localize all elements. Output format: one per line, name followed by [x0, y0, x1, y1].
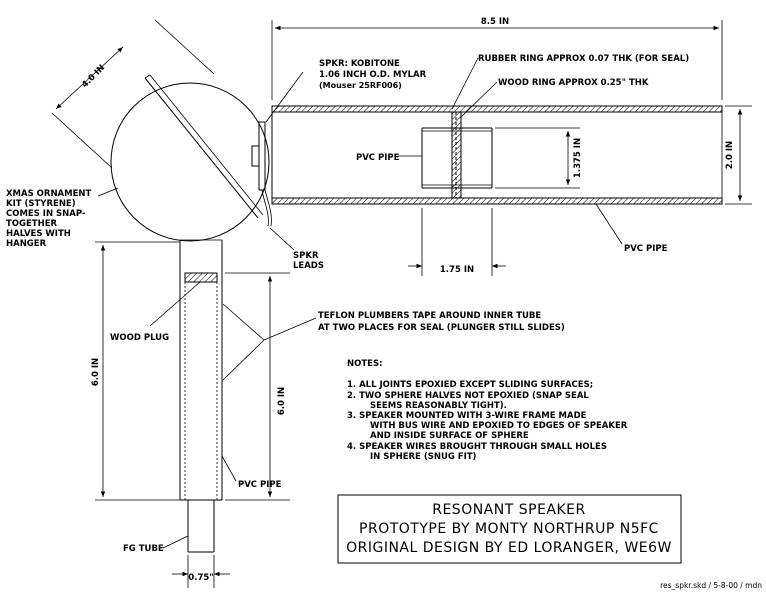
note-2a: 2. TWO SPHERE HALVES NOT EPOXIED (SNAP S… [347, 391, 589, 401]
speaker-frame [258, 121, 266, 191]
label-spkr-leads-2: LEADS [293, 261, 324, 271]
dim-left-6in-label: 6.0 IN [91, 358, 101, 386]
footer-file-info: res_spkr.skd / 5-8-00 / mdn [660, 581, 762, 590]
speaker-magnet [251, 145, 260, 167]
pipe-wall-top [271, 105, 723, 113]
label-spkr-1: SPKR: KOBITONE [319, 59, 400, 69]
dimension-sphere-diameter: 4.0 IN [51, 19, 215, 169]
notes-heading: NOTES: [347, 359, 382, 369]
dim-top-label: 8.5 IN [481, 17, 509, 27]
title-line-3: ORIGINAL DESIGN BY ED LORANGER, WE6W [346, 540, 672, 556]
label-pvc-pipe-outer: PVC PIPE [624, 244, 668, 254]
label-rubber-ring: RUBBER RING APPROX 0.07 THK (FOR SEAL) [478, 54, 689, 64]
horizontal-pipe-assembly [271, 105, 723, 205]
label-wood-plug: WOOD PLUG [110, 333, 169, 343]
note-3b: WITH BUS WIRE AND EPOXIED TO EDGES OF SP… [370, 421, 628, 431]
notes-block: NOTES: 1. ALL JOINTS EPOXIED EXCEPT SLID… [347, 359, 628, 462]
title-line-2: PROTOTYPE BY MONTY NORTHRUP N5FC [359, 521, 659, 537]
label-xmas-1: XMAS ORNAMENT [6, 189, 92, 199]
dim-2in-label: 2.0 IN [725, 141, 735, 169]
label-xmas-6: HANGER [6, 239, 47, 249]
dim-1375-label: 1.375 IN [573, 138, 583, 178]
dimension-wood-ring-span: 1.75 IN [408, 208, 506, 276]
label-teflon-2: AT TWO PLACES FOR SEAL (PLUNGER STILL SL… [318, 323, 565, 333]
dim-175-label: 1.75 IN [440, 265, 474, 275]
label-spkr-leads-1: SPKR [293, 251, 319, 261]
note-3a: 3. SPEAKER MOUNTED WITH 3-WIRE FRAME MAD… [347, 411, 587, 421]
vertical-tube-assembly: 0.75" [172, 239, 230, 588]
note-2b: SEEMS REASONABLY TIGHT). [370, 401, 507, 411]
note-1: 1. ALL JOINTS EPOXIED EXCEPT SLIDING SUR… [347, 380, 593, 390]
label-pvc-pipe-inner: PVC PIPE [356, 153, 400, 163]
label-xmas-5: HALVES WITH [6, 229, 71, 239]
title-block: RESONANT SPEAKER PROTOTYPE BY MONTY NORT… [337, 494, 682, 564]
title-line-1: RESONANT SPEAKER [432, 502, 586, 518]
label-spkr-2: 1.06 INCH O.D. MYLAR [319, 70, 427, 80]
label-xmas-3: COMES IN SNAP- [6, 209, 86, 219]
dimension-pipe-height: 2.0 IN [725, 105, 752, 205]
pipe-wall-bottom [271, 197, 723, 205]
dim-tube-width: 0.75" [188, 573, 213, 583]
dim-4in-label: 4.0 IN [80, 63, 107, 90]
label-wood-ring: WOOD RING APPROX 0.25" THK [498, 78, 649, 88]
sphere-ornament [110, 74, 272, 242]
leader-lines [97, 57, 623, 549]
dimension-inner-6in: 6.0 IN [225, 272, 290, 501]
dimension-top-8-5in: 8.5 IN [271, 17, 723, 100]
label-xmas-4: TOGETHER [6, 219, 58, 229]
callout-labels: SPKR: KOBITONE 1.06 INCH O.D. MYLAR (Mou… [6, 54, 689, 554]
label-teflon-1: TEFLON PLUMBERS TAPE AROUND INNER TUBE [318, 311, 541, 321]
dim-inner-6in-label: 6.0 IN [277, 387, 287, 415]
dimension-left-6in: 6.0 IN [91, 241, 180, 501]
note-3c: AND INSIDE SURFACE OF SPHERE [370, 431, 529, 441]
label-spkr-3: (Mouser 25RF006) [319, 81, 402, 90]
note-4b: IN SPHERE (SNUG FIT) [370, 452, 477, 462]
note-4a: 4. SPEAKER WIRES BROUGHT THROUGH SMALL H… [347, 442, 607, 452]
wood-plug [184, 272, 218, 283]
label-pvc-pipe-lower: PVC PIPE [238, 480, 282, 490]
label-fg-tube: FG TUBE [123, 544, 164, 554]
dimension-inner-tube: 1.375 IN [495, 127, 583, 189]
label-xmas-2: KIT (STYRENE) [6, 199, 76, 209]
